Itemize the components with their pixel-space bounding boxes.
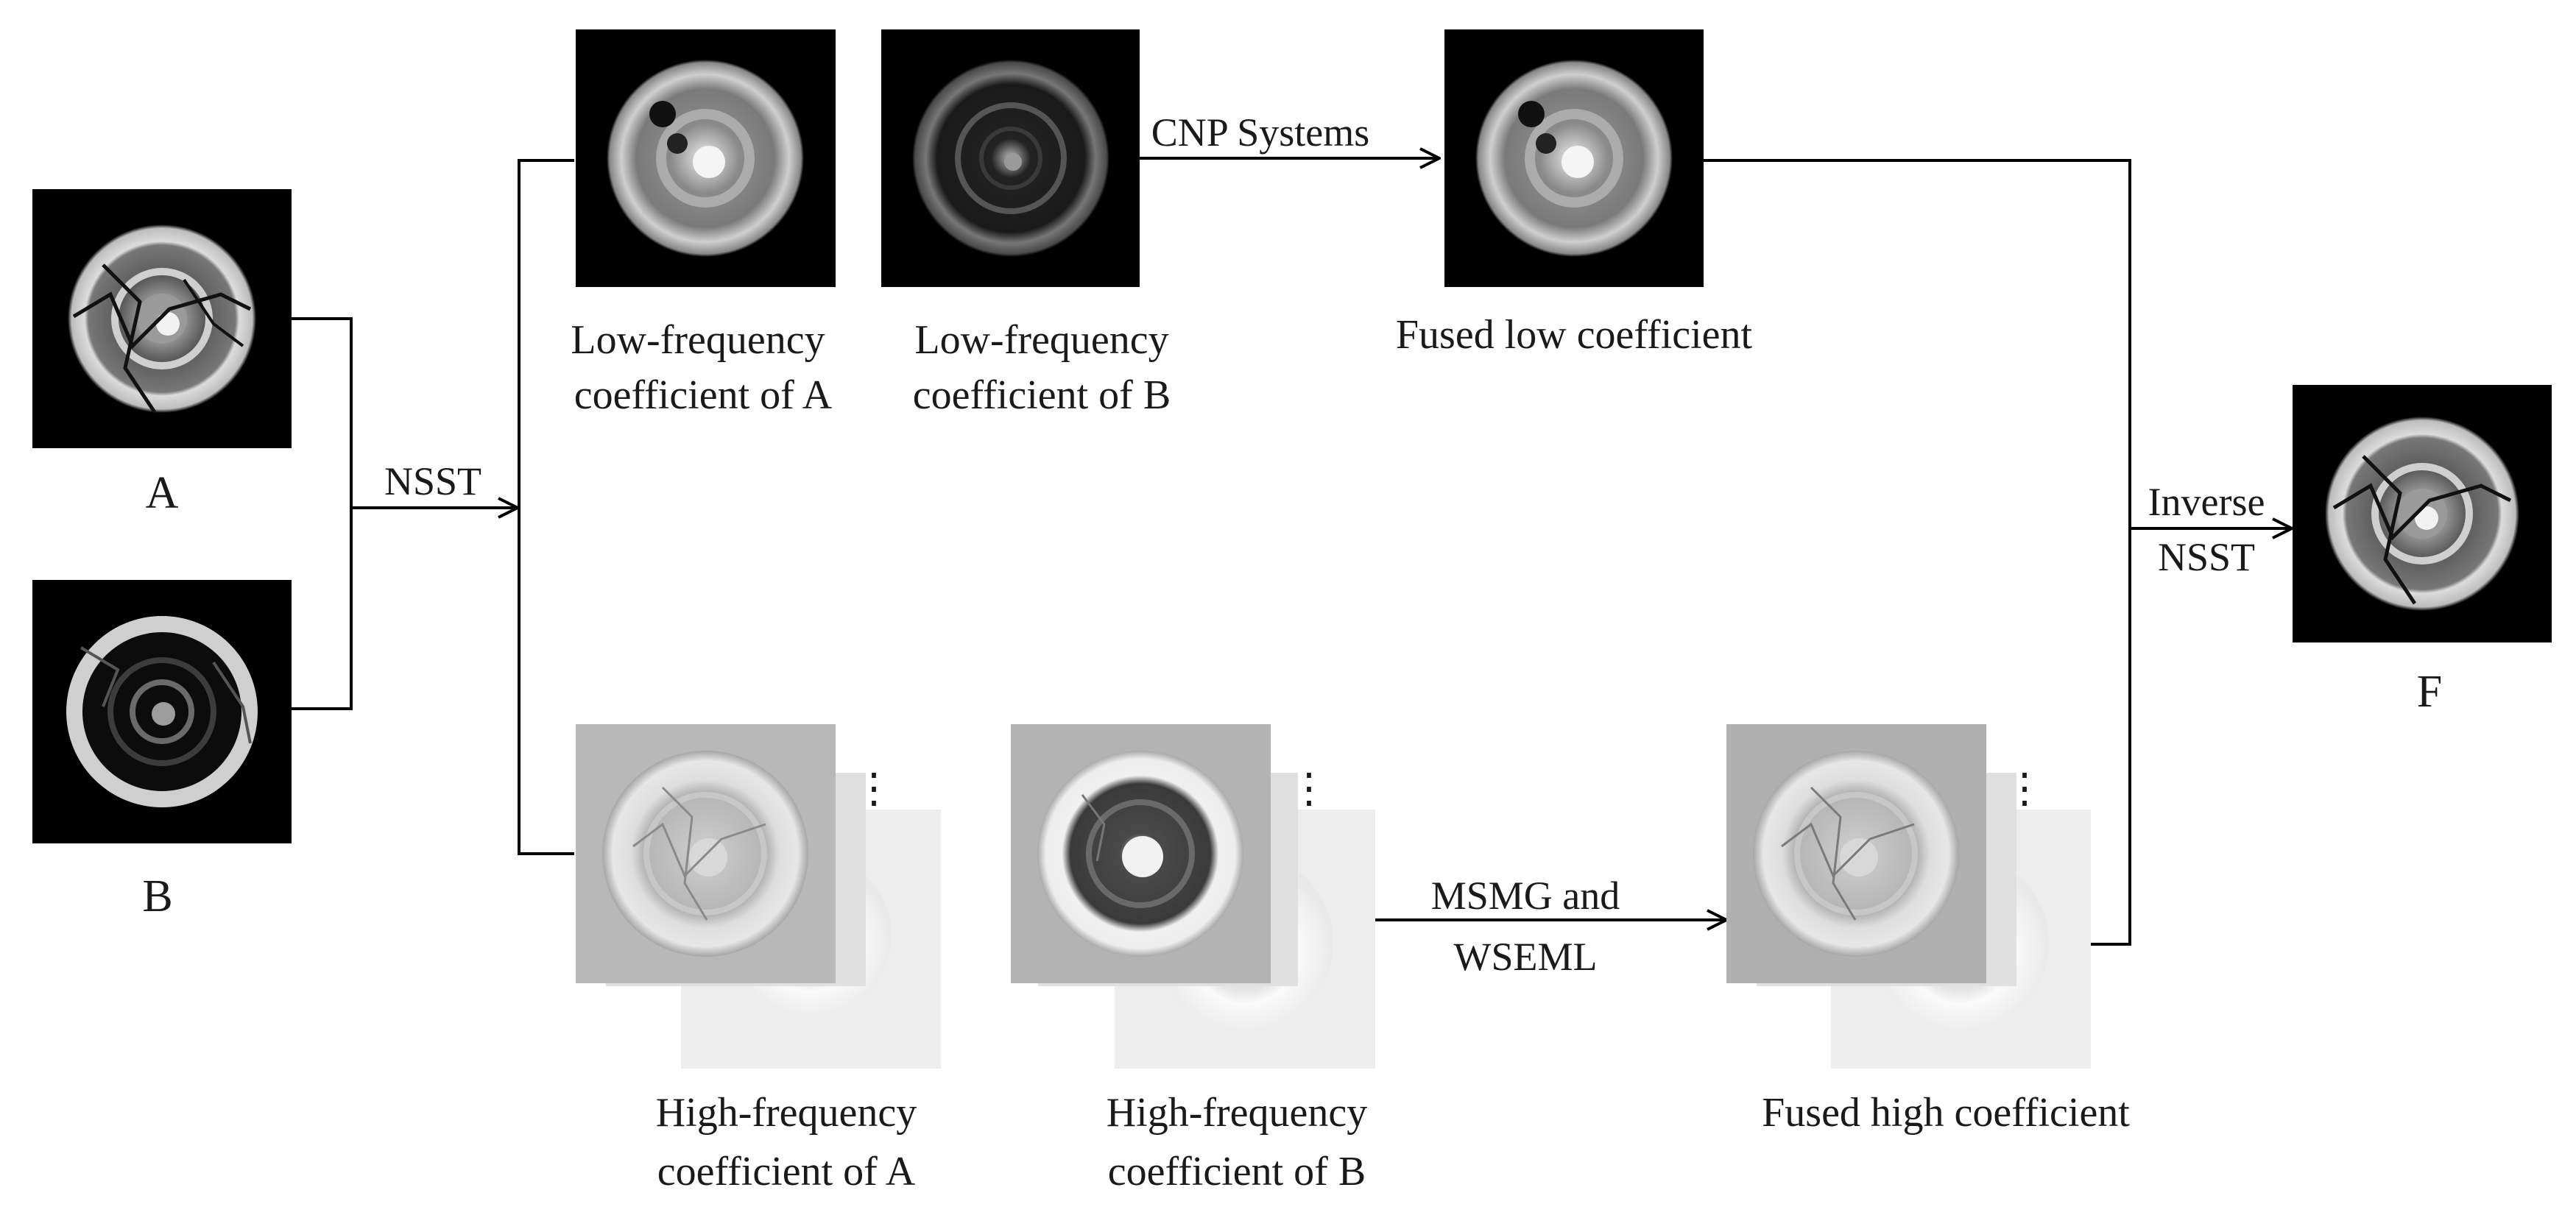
fused-high-stack [1726,724,2091,1069]
high-freq-b-label-line2: coefficient of B [1108,1149,1366,1194]
fused-low-image [1444,29,1704,287]
high-frequency-stack-a [576,724,941,1069]
low-frequency-image-a [576,29,836,287]
source-image-a [32,189,292,448]
msmg-label-line2: WSEML [1454,935,1598,979]
stack-a-ellipsis: ⋮ [853,766,894,812]
low-freq-b-label-line2: coefficient of B [913,372,1171,418]
nsst-connector [292,159,574,855]
nsst-label: NSST [384,459,481,503]
output-f-label: F [2417,667,2442,717]
inverse-nsst-label-line2: NSST [2158,535,2255,579]
stack-b-ellipsis: ⋮ [1288,766,1330,812]
low-freq-a-label-line1: Low-frequency [571,317,825,363]
cnp-systems-label: CNP Systems [1151,110,1370,155]
high-freq-a-label-line1: High-frequency [656,1090,917,1136]
high-freq-a-label-line2: coefficient of A [657,1149,916,1194]
inverse-nsst-label-line1: Inverse [2148,480,2265,524]
msmg-label-line1: MSMG and [1431,874,1620,918]
fused-output-image-f [2293,385,2552,642]
high-frequency-stack-b [1011,724,1375,1069]
source-b-label: B [142,871,172,921]
source-image-b [32,580,292,843]
fused-high-label: Fused high coefficient [1762,1090,2130,1136]
low-freq-a-label-line2: coefficient of A [574,372,833,418]
fused-low-label: Fused low coefficient [1396,312,1753,358]
high-freq-b-label-line1: High-frequency [1107,1090,1368,1136]
low-freq-b-label-line1: Low-frequency [914,317,1168,363]
inverse-nsst-connector [1704,159,2292,946]
low-frequency-image-b [881,29,1140,287]
stack-fused-ellipsis: ⋮ [2004,766,2045,812]
source-a-label: A [146,468,179,518]
